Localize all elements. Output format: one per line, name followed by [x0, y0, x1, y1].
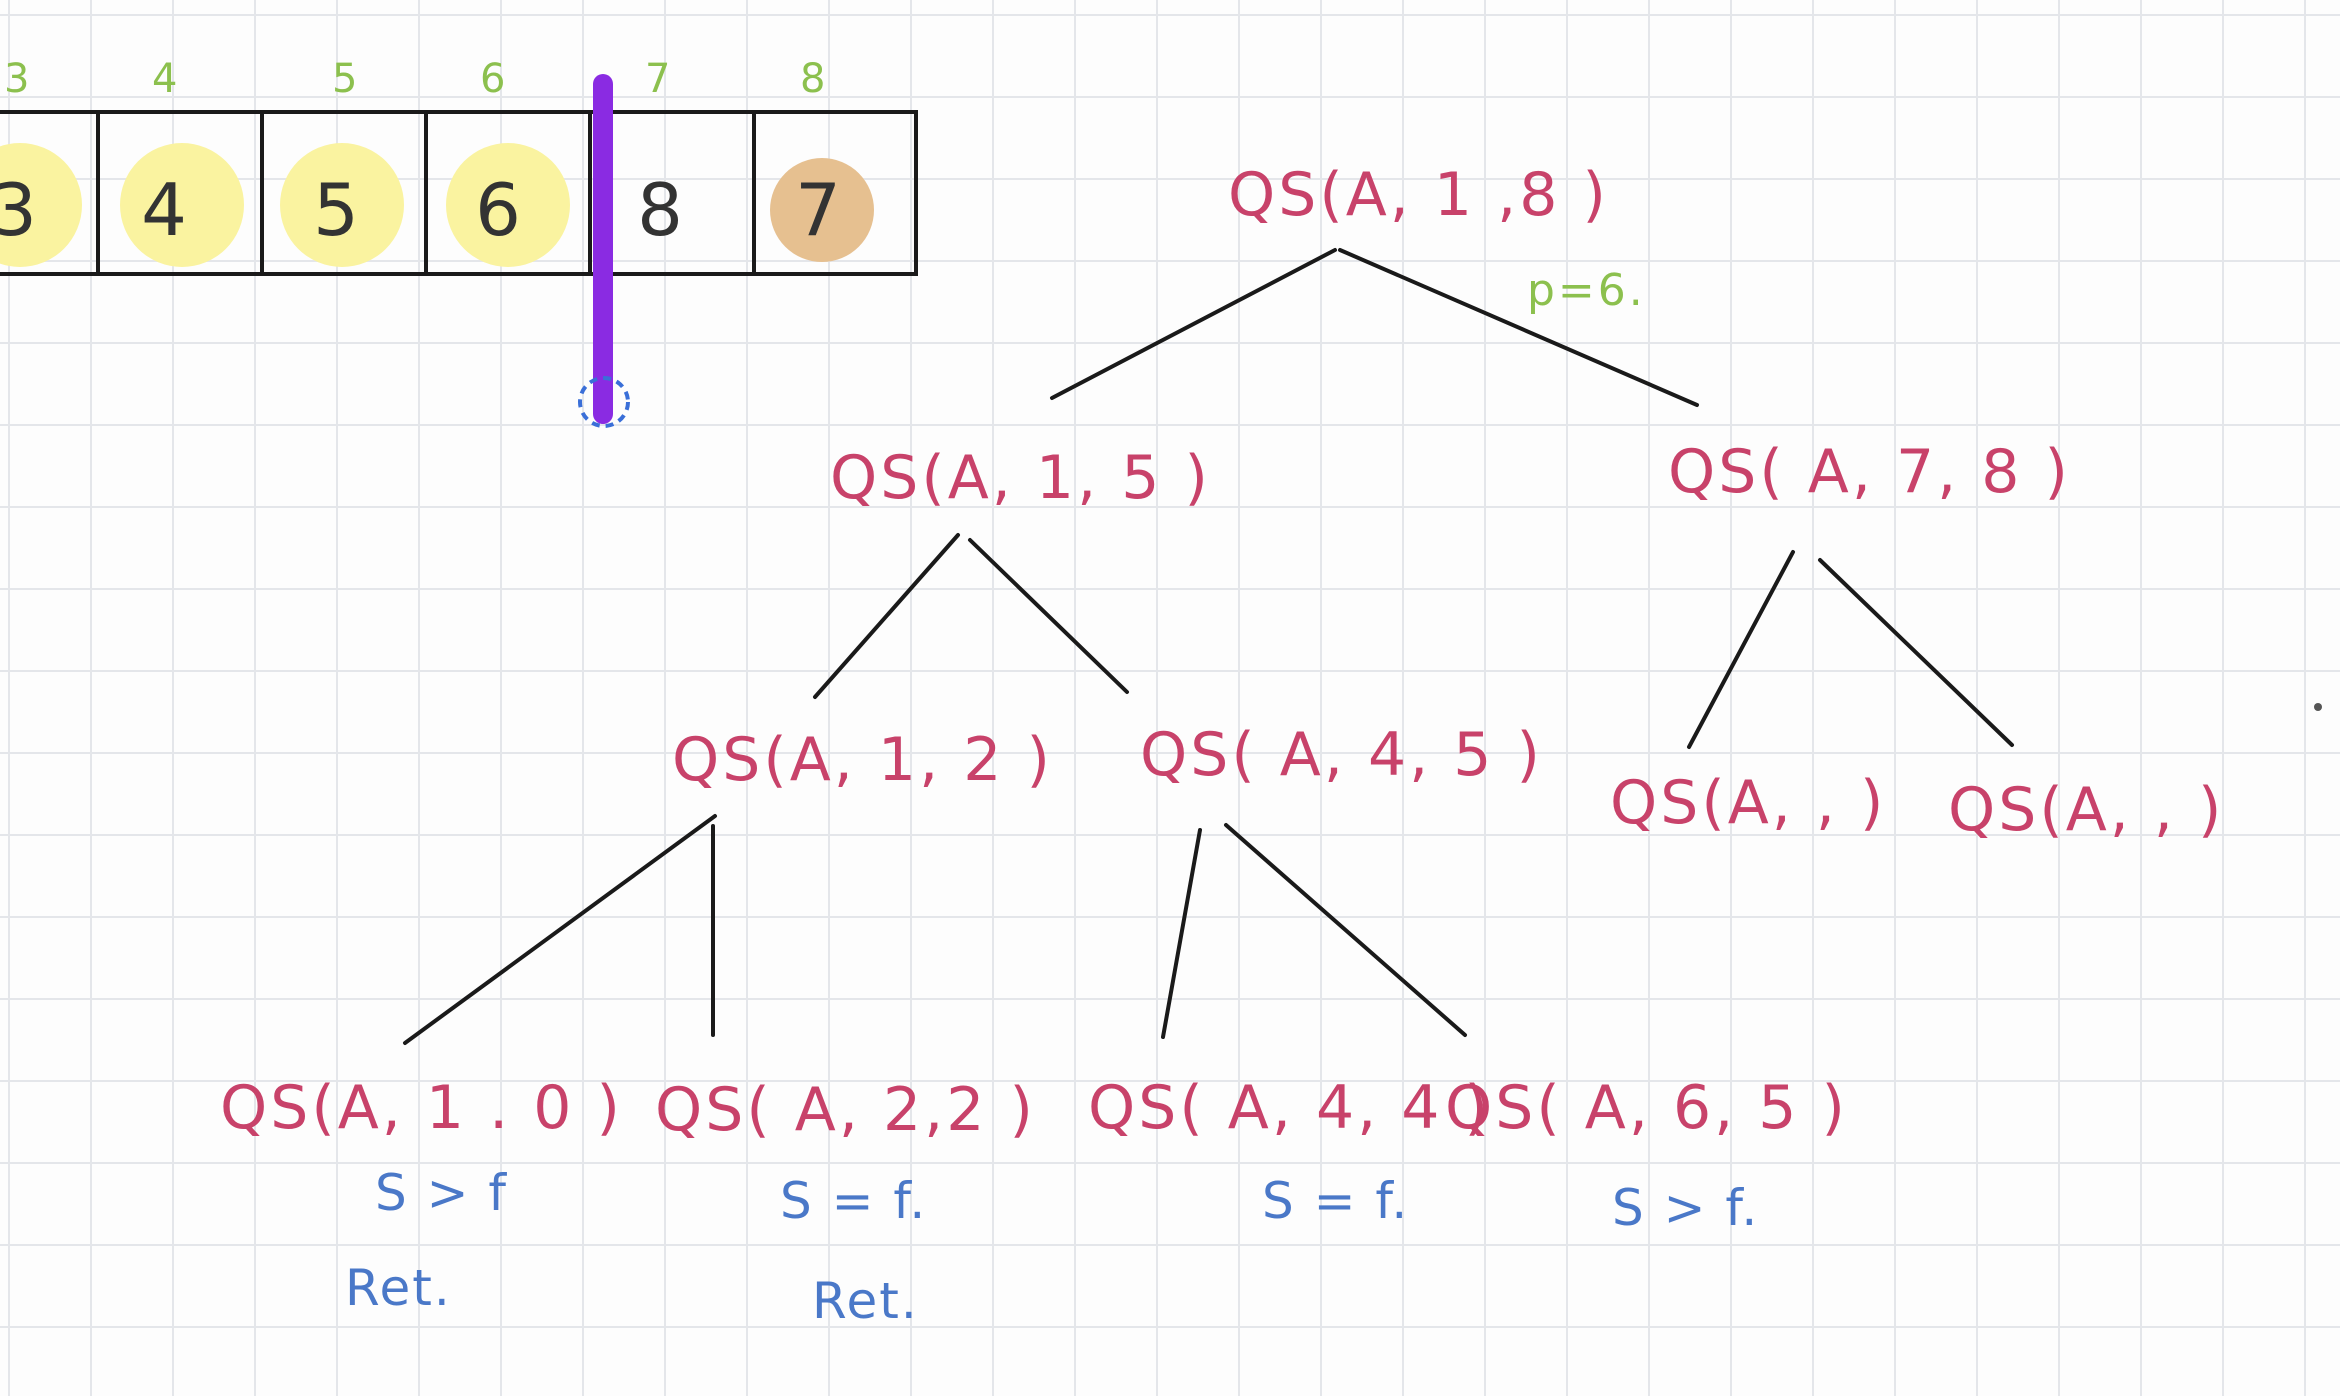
sorted-highlight: [446, 143, 570, 267]
call-level1-left: QS(A, 1, 5 ): [830, 443, 1211, 513]
sorted-highlight: [120, 143, 244, 267]
call-level2-d: QS(A, , ): [1948, 775, 2224, 845]
array-value: 3: [0, 168, 37, 252]
tree-edge: [968, 538, 1129, 694]
array-strip: 3 4 5 6 7 8 3 4 5 6 8 7: [0, 56, 918, 428]
tree-edge: [1161, 828, 1202, 1039]
sorted-highlight: [280, 143, 404, 267]
array-value: 6: [475, 168, 521, 252]
array-value: 8: [637, 168, 683, 252]
return-note: Ret.: [812, 1272, 919, 1330]
array-index: 4: [152, 56, 177, 102]
array-value: 4: [141, 168, 187, 252]
stray-dot: [2314, 703, 2322, 711]
condition-note: S = f.: [1262, 1172, 1409, 1230]
return-note: Ret.: [345, 1259, 452, 1317]
call-level2-c: QS(A, , ): [1610, 768, 1886, 838]
array-index: 7: [645, 56, 670, 102]
tree-edge: [1050, 248, 1337, 400]
array-index: 5: [332, 56, 357, 102]
condition-note: S > f.: [1612, 1179, 1759, 1237]
array-value: 7: [795, 168, 841, 252]
array-index: 8: [800, 56, 825, 102]
tree-edge: [1818, 558, 2014, 747]
tree-edge: [403, 814, 717, 1045]
call-level3-c: QS( A, 4, 4 ): [1088, 1073, 1491, 1143]
array-index: 3: [4, 56, 29, 102]
tree-edge: [1687, 550, 1795, 749]
base-case-notes: S > f Ret. S = f. Ret. S = f. S > f.: [345, 1164, 1759, 1330]
call-level2-b: QS( A, 4, 5 ): [1140, 720, 1543, 790]
call-level2-a: QS(A, 1, 2 ): [672, 725, 1053, 795]
tree-edge: [1224, 823, 1467, 1037]
call-level1-right: QS( A, 7, 8 ): [1668, 437, 2071, 507]
array-cell: [752, 110, 918, 276]
tree-edge: [1338, 248, 1699, 407]
call-level3-a: QS(A, 1 . 0 ): [220, 1073, 623, 1143]
pivot-note: p=6.: [1527, 265, 1646, 316]
condition-note: S = f.: [780, 1172, 927, 1230]
tree-edges: [403, 248, 2014, 1045]
divider-drag-handle[interactable]: [578, 376, 630, 428]
partition-divider[interactable]: [593, 74, 613, 424]
condition-note: S > f: [375, 1164, 508, 1222]
call-level3-b: QS( A, 2,2 ): [655, 1075, 1036, 1145]
pivot-highlight: [770, 158, 874, 262]
call-level3-d: QS( A, 6, 5 ): [1445, 1073, 1848, 1143]
tree-edge: [813, 533, 960, 699]
call-root: QS(A, 1 ,8 ): [1228, 160, 1609, 230]
array-value: 5: [313, 168, 359, 252]
array-index: 6: [480, 56, 505, 102]
tree-nodes: QS(A, 1 ,8 ) p=6. QS(A, 1, 5 ) QS( A, 7,…: [220, 160, 2224, 1145]
sorted-highlight: [0, 143, 82, 267]
